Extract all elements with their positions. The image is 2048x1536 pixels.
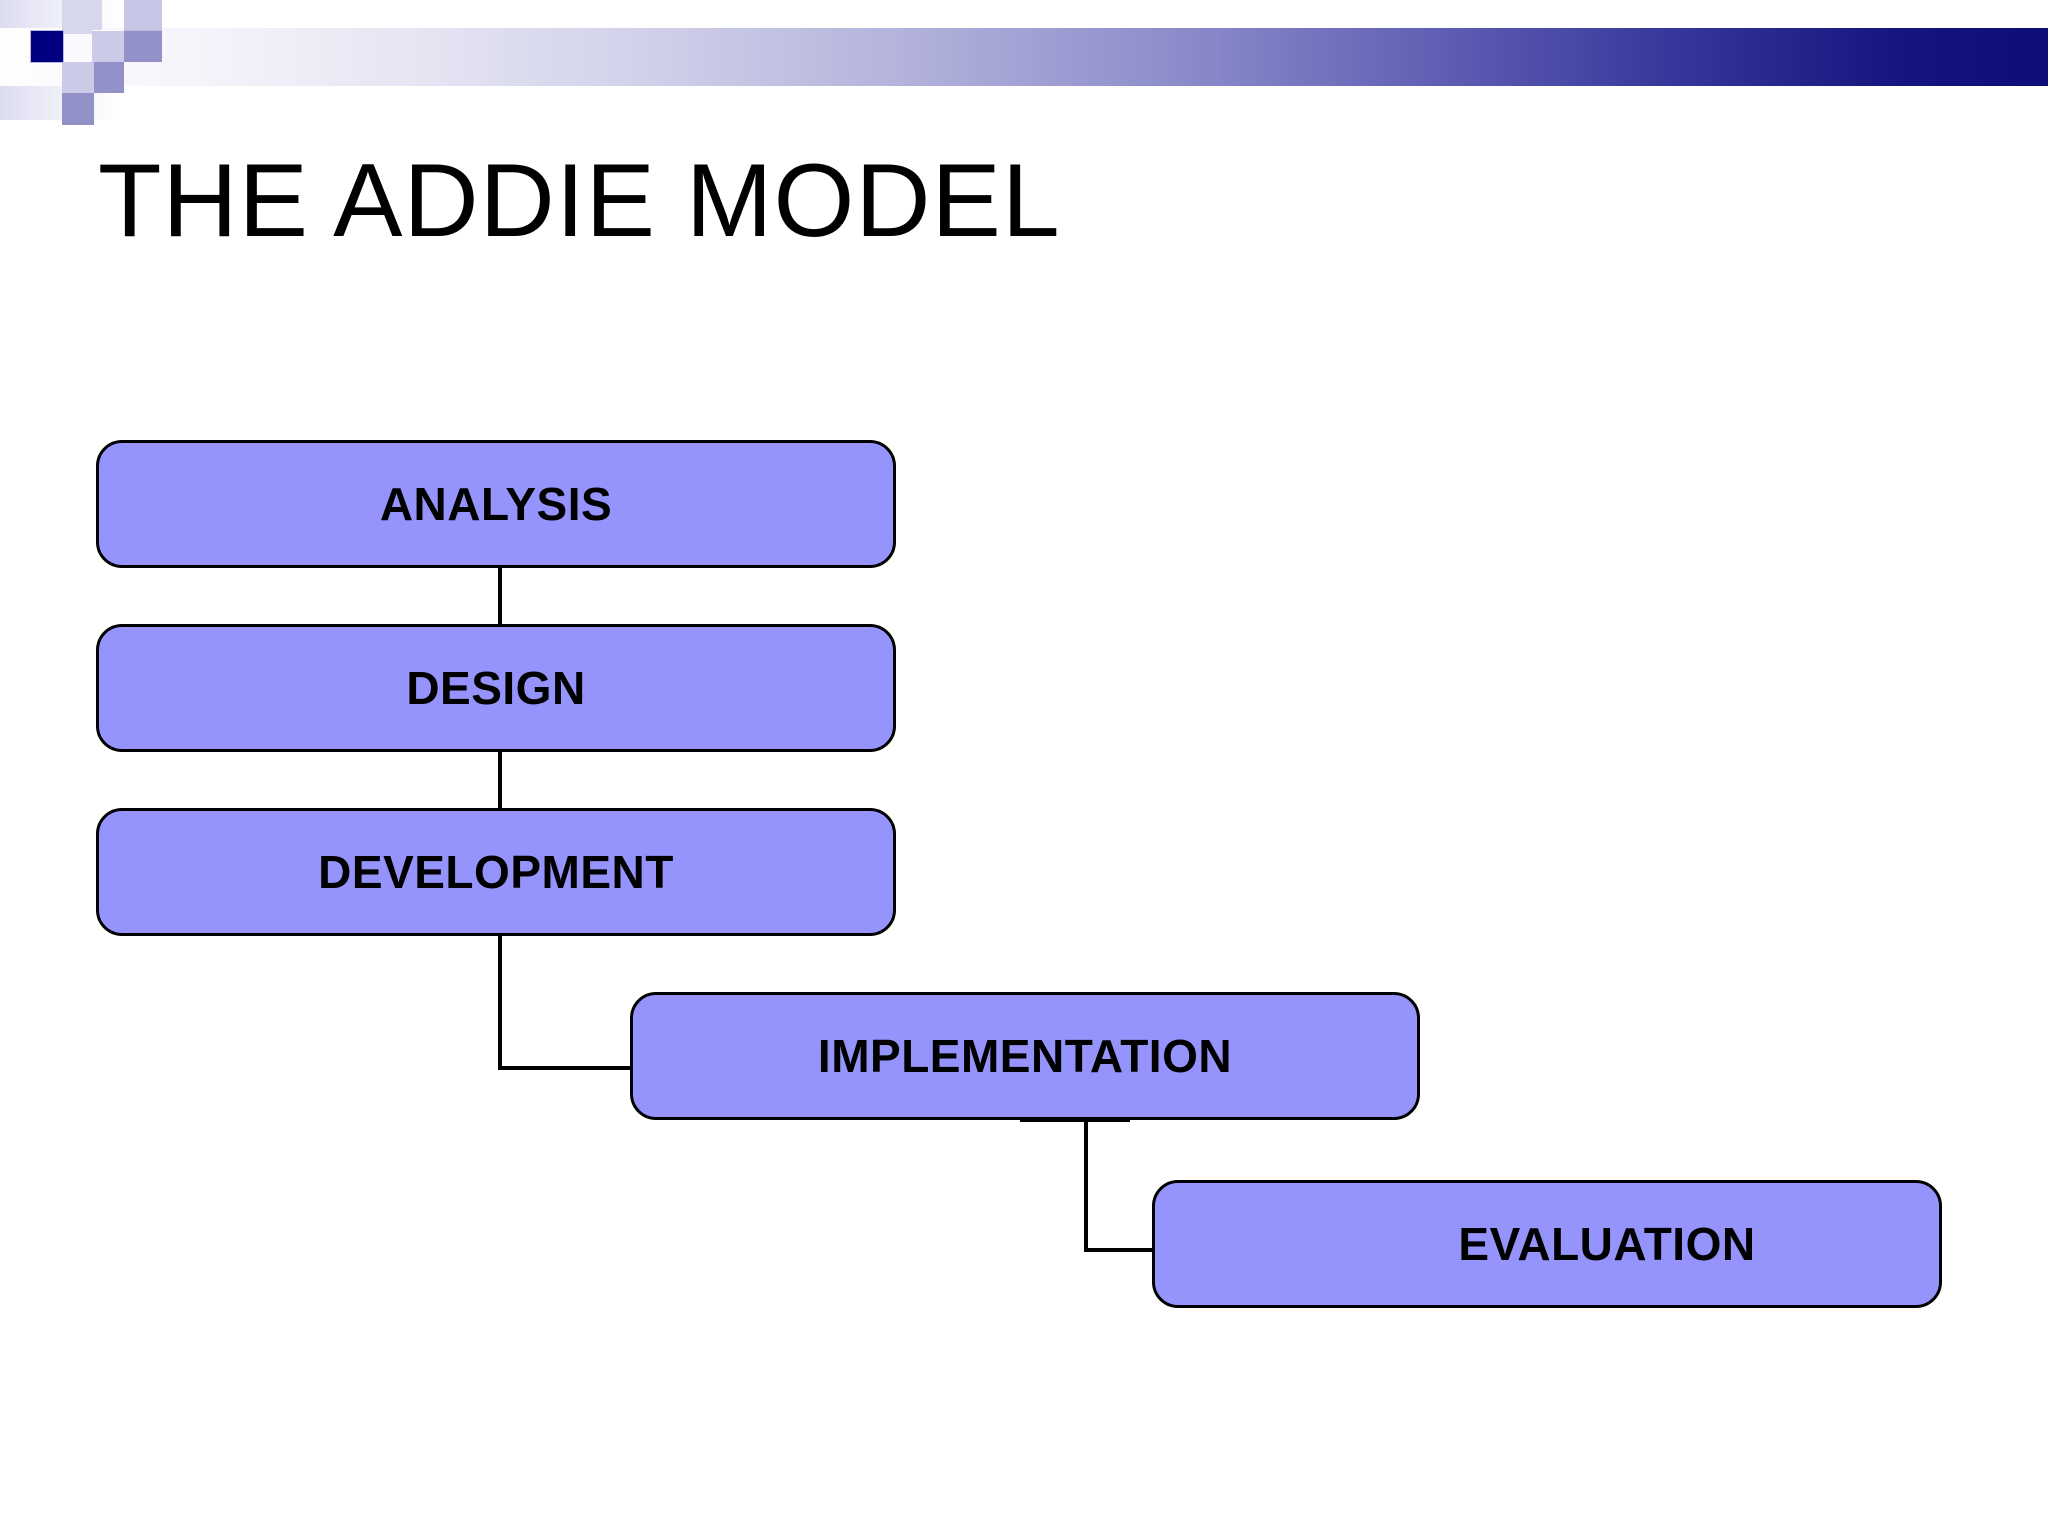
navy-square: [30, 30, 64, 63]
pale-square-1: [62, 0, 102, 34]
node-development-label: DEVELOPMENT: [318, 846, 674, 898]
light-square-2: [92, 31, 126, 62]
page-title: THE ADDIE MODEL: [98, 143, 1061, 259]
banner-gradient-band: [0, 28, 2048, 86]
connector-design-development: [498, 752, 502, 820]
node-development[interactable]: DEVELOPMENT: [96, 808, 896, 936]
node-analysis-label: ANALYSIS: [379, 478, 613, 530]
node-evaluation-label: EVALUATION: [1458, 1218, 1756, 1270]
connector-analysis-design: [498, 568, 502, 636]
node-evaluation[interactable]: EVALUATION: [1152, 1180, 1942, 1308]
connector-development-implementation-horizontal: [498, 1066, 638, 1070]
medium-square-2: [124, 31, 162, 62]
node-implementation[interactable]: IMPLEMENTATION: [630, 992, 1420, 1120]
light-square-3: [62, 62, 94, 93]
node-analysis[interactable]: ANALYSIS: [96, 440, 896, 568]
connector-development-implementation-vertical: [498, 936, 502, 1070]
connector-implementation-evaluation-stub: [1020, 1118, 1130, 1122]
node-implementation-label: IMPLEMENTATION: [817, 1030, 1233, 1082]
pale-square-2: [124, 0, 162, 34]
medium-square-3: [94, 62, 124, 93]
connector-implementation-evaluation-horizontal: [1084, 1248, 1158, 1252]
connector-implementation-evaluation-vertical: [1084, 1118, 1088, 1252]
node-design-label: DESIGN: [406, 662, 586, 714]
node-design[interactable]: DESIGN: [96, 624, 896, 752]
medium-square-4: [62, 93, 94, 125]
